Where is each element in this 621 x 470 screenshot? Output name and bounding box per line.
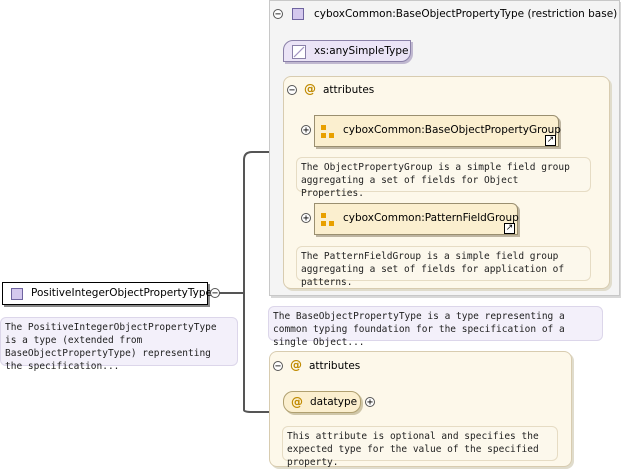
attributes-icon: @ bbox=[290, 358, 302, 372]
root-type-node[interactable]: PositiveIntegerObjectPropertyType bbox=[2, 282, 212, 305]
root-description: The PositiveIntegerObjectPropertyType is… bbox=[0, 317, 238, 372]
attribute-node-datatype[interactable]: @ datatype bbox=[283, 391, 361, 413]
attribute-group-icon bbox=[321, 125, 335, 139]
link-icon[interactable]: ↗ bbox=[504, 223, 515, 234]
group-node-base-object-property[interactable]: cyboxCommon:BaseObjectPropertyGroup ↗ bbox=[314, 115, 561, 147]
group2-label: cyboxCommon:PatternFieldGroup bbox=[343, 212, 519, 224]
simple-type-node[interactable]: xs:anySimpleType bbox=[283, 40, 411, 62]
simple-type-icon bbox=[292, 45, 306, 59]
attribute-datatype-label: datatype bbox=[310, 396, 358, 408]
group1-expand-toggle[interactable]: + bbox=[301, 125, 311, 136]
group-node-pattern-field[interactable]: cyboxCommon:PatternFieldGroup ↗ bbox=[314, 203, 519, 235]
root-type-label: PositiveIntegerObjectPropertyType bbox=[31, 287, 212, 299]
attribute-icon: @ bbox=[291, 395, 303, 409]
root-collapse-toggle[interactable]: ⊖− bbox=[210, 288, 220, 299]
link-icon[interactable]: ↗ bbox=[545, 135, 556, 146]
base-type-label: cyboxCommon:BaseObjectPropertyType (rest… bbox=[314, 8, 618, 20]
datatype-description: This attribute is optional and specifies… bbox=[282, 426, 558, 468]
own-attributes-collapse-toggle[interactable]: − bbox=[273, 361, 283, 372]
complex-type-icon bbox=[292, 8, 304, 20]
group1-label: cyboxCommon:BaseObjectPropertyGroup bbox=[343, 124, 561, 136]
base-attributes-collapse-toggle[interactable]: − bbox=[287, 85, 297, 96]
base-attributes-label: attributes bbox=[323, 84, 375, 96]
group1-description: The ObjectPropertyGroup is a simple fiel… bbox=[296, 157, 591, 199]
group2-description: The PatternFieldGroup is a simple field … bbox=[296, 246, 591, 288]
base-collapse-toggle[interactable]: − bbox=[273, 9, 283, 20]
own-attributes-label: attributes bbox=[309, 360, 361, 372]
complex-type-icon bbox=[11, 288, 23, 300]
datatype-expand-toggle[interactable]: + bbox=[365, 397, 375, 408]
base-type-description: The BaseObjectPropertyType is a type rep… bbox=[268, 306, 603, 348]
attributes-icon: @ bbox=[304, 82, 316, 96]
group2-expand-toggle[interactable]: + bbox=[301, 213, 311, 224]
attribute-group-icon bbox=[321, 213, 335, 227]
simple-type-label: xs:anySimpleType bbox=[314, 45, 409, 57]
